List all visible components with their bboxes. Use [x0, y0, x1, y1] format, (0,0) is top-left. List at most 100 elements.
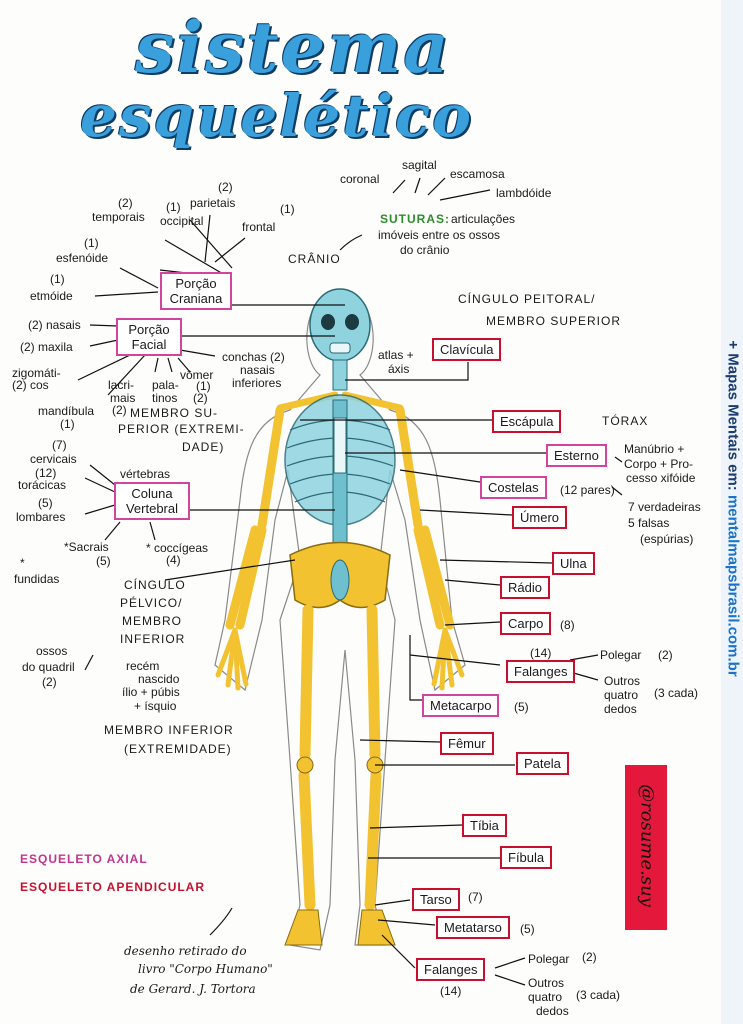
atlas-line-2: áxis — [388, 362, 410, 376]
sacrais-label: *Sacrais — [64, 540, 109, 554]
membro-inferior-line-1: MEMBRO INFERIOR — [104, 723, 234, 737]
frontal-count: (1) — [280, 202, 295, 216]
esfenoide-label: esfenóide — [56, 251, 109, 265]
sutures-desc-1: articulações — [451, 212, 516, 226]
credit-line-2: livro "Corpo Humano" — [138, 962, 273, 976]
title-line-2: esquelético — [80, 82, 473, 150]
costelas-desc-3: (espúrias) — [640, 532, 694, 546]
parietais-count: (2) — [218, 180, 233, 194]
costelas-count: (12 pares) — [560, 483, 615, 497]
connector-lines — [77, 177, 623, 986]
suture-escamosa: escamosa — [450, 167, 505, 181]
femur-box: Fêmur — [440, 732, 494, 755]
atlas-line-1: atlas + — [378, 348, 414, 362]
porcao-facial-line-2: Facial — [131, 337, 167, 352]
mandibula-label: mandíbula — [38, 404, 95, 418]
falanges-box: Falanges — [506, 660, 576, 683]
cingulo-pelvico-line-2: PÉLVICO/ — [120, 596, 183, 610]
parietais-label: parietais — [190, 196, 236, 210]
cranio-label: CRÂNIO — [288, 252, 341, 266]
etmoide-count: (1) — [50, 272, 65, 286]
outros-pe-line-3: dedos — [536, 1004, 569, 1018]
palatinos-line-2: tinos — [152, 391, 178, 405]
patela-box: Patela — [516, 752, 569, 775]
author-handle: @rosume.suy — [636, 784, 658, 907]
eye-socket-left — [321, 314, 335, 330]
esfenoide-count: (1) — [84, 236, 99, 250]
sidebar-url-link[interactable]: mentalmapsbrasil.com.br — [724, 494, 742, 677]
tarso-count: (7) — [468, 890, 483, 904]
etmoide-label: etmóide — [30, 289, 73, 303]
credit-line-3: de Gerard. J. Tortora — [130, 982, 256, 996]
coluna-vertebral-line-1: Coluna — [131, 486, 173, 501]
legend-esqueleto-axial: ESQUELETO AXIAL — [20, 852, 148, 866]
temporais-count: (2) — [118, 196, 133, 210]
coccigeas-label: * coccígeas — [146, 541, 209, 555]
costelas-desc-2: 5 falsas — [628, 516, 670, 530]
ossos-quadril-line-1: ossos — [36, 644, 68, 658]
jaw-bone — [329, 342, 351, 354]
sutures-desc-3: do crânio — [400, 243, 450, 257]
lacrimais-count: (2) — [112, 403, 127, 417]
hand-bones — [215, 627, 465, 691]
metatarso-count: (5) — [520, 922, 535, 936]
conchas-line-2: nasais — [240, 363, 275, 377]
credit-line-1: desenho retirado do — [124, 944, 247, 958]
recem-line-1: recém — [126, 659, 160, 673]
torax-label: TÓRAX — [602, 414, 649, 428]
coccigeas-count: (4) — [166, 553, 181, 567]
cingulo-peitoral-line-1: CÍNGULO PEITORAL/ — [458, 292, 596, 306]
temporais-label: temporais — [92, 210, 145, 224]
membro-inferior-line-2: (EXTREMIDADE) — [124, 742, 232, 756]
lacrimais-line-1: lacri- — [108, 378, 134, 392]
porcao-craniana-line-1: Porção — [175, 276, 217, 291]
palatinos-line-1: pala- — [152, 378, 179, 392]
falanges-pe-box: Falanges — [416, 958, 486, 981]
lacrimais-line-2: mais — [110, 391, 136, 405]
leg-bones — [298, 604, 382, 911]
costelas-box: Costelas — [480, 476, 547, 499]
foot-left — [284, 909, 323, 946]
membro-superior-line-1: MEMBRO SU- — [130, 406, 218, 420]
body-outline — [214, 289, 466, 951]
mandibula-count: (1) — [60, 417, 75, 431]
polegar-label: Polegar — [600, 648, 642, 662]
sidebar-text: + Mapas Mentais em: mentalmapsbrasil.com… — [725, 29, 742, 989]
toracicas-count: (12) — [35, 466, 57, 480]
lombares-count: (5) — [38, 496, 53, 510]
cervicais-count: (7) — [52, 438, 67, 452]
sacrum-bone — [330, 559, 350, 601]
fibula-box: Fíbula — [500, 846, 553, 869]
recem-line-3: ílio + púbis — [122, 685, 180, 699]
carpo-box: Carpo — [500, 612, 552, 635]
fundidas-label: fundidas — [14, 572, 60, 586]
vertebras-header: vértebras — [120, 467, 171, 481]
outros-line-1: Outros — [604, 674, 641, 688]
vomer-label: vômer — [180, 368, 214, 382]
sutures-desc-2: imóveis entre os ossos — [378, 228, 501, 242]
occipital-label: occipital — [160, 214, 204, 228]
polegar-count: (2) — [658, 648, 673, 662]
title-line-1: sistema — [135, 6, 451, 89]
outros-line-3: dedos — [604, 702, 637, 716]
clavicula-box: Clavícula — [432, 338, 502, 361]
legend-esqueleto-apendicular: ESQUELETO APENDICULAR — [20, 880, 206, 894]
occipital-count: (1) — [166, 200, 181, 214]
membro-superior-line-2: PERIOR (EXTREMI- — [118, 422, 245, 436]
suture-coronal: coronal — [340, 172, 380, 186]
coluna-vertebral-box: Coluna Vertebral — [114, 482, 190, 520]
sutures-heading: SUTURAS: — [380, 212, 450, 226]
arm-bones — [225, 405, 455, 630]
nasais-label: (2) nasais — [28, 318, 81, 332]
sidebar-prefix: + Mapas Mentais em: — [724, 340, 742, 495]
cingulo-pelvico-line-3: MEMBRO — [122, 614, 182, 628]
cervical-vertebrae — [332, 359, 348, 391]
porcao-facial-line-1: Porção — [128, 322, 170, 337]
costelas-desc-1: 7 verdadeiras — [628, 500, 701, 514]
recem-line-2: nascido — [138, 672, 180, 686]
metacarpo-box: Metacarpo — [422, 694, 500, 717]
tibia-box: Tíbia — [462, 814, 507, 837]
maxila-label: (2) maxila — [20, 340, 73, 354]
